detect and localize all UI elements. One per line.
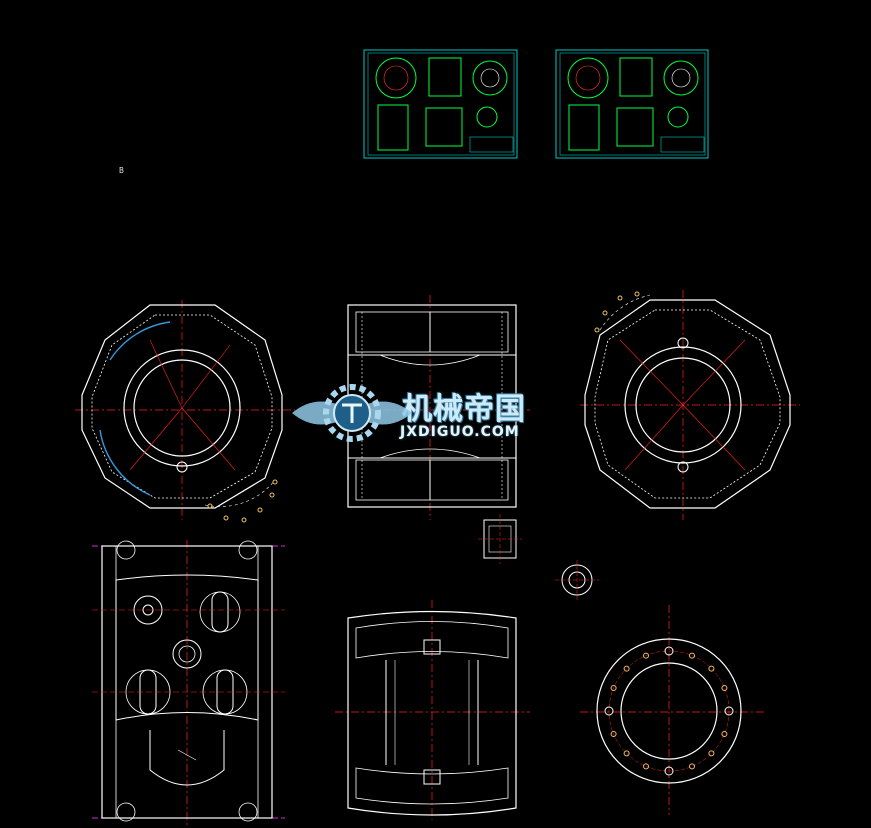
side-view-bottom-left [92, 540, 285, 826]
end-view-right [580, 290, 800, 520]
bolt-hole [623, 750, 630, 757]
watermark-logo-text-cn: 机械帝国 [402, 392, 526, 427]
bolt-hole [721, 685, 728, 691]
section-view-top [335, 295, 530, 520]
bolt-hole [689, 652, 695, 659]
drawing-small-label: B [119, 166, 124, 175]
drawing-sheet-thumbnail-left[interactable] [363, 49, 518, 159]
detail-square [478, 514, 522, 564]
drawing-sheet-thumbnail-right[interactable] [555, 49, 709, 159]
end-view-left [75, 300, 295, 523]
bolt-hole [721, 731, 728, 737]
flange-ring-view [580, 605, 765, 815]
bolt-hole [724, 706, 734, 716]
bolt-hole [623, 665, 630, 672]
bolt-hole [604, 706, 614, 716]
watermark-gear-wing-logo [292, 384, 412, 442]
bolt-hole-pattern [604, 646, 734, 776]
bolt-hole [664, 766, 674, 776]
bolt-hole [708, 665, 715, 672]
bolt-hole [664, 646, 674, 656]
bolt-hole [643, 763, 649, 770]
bolt-hole [610, 685, 617, 691]
watermark-logo-text-en: JXDIGUO.COM [400, 424, 520, 440]
bolt-hole [689, 763, 695, 770]
detail-circle [555, 560, 599, 600]
bolt-hole [643, 652, 649, 659]
bolt-hole [610, 731, 617, 737]
section-view-bottom [335, 600, 530, 820]
bolt-hole [708, 750, 715, 757]
